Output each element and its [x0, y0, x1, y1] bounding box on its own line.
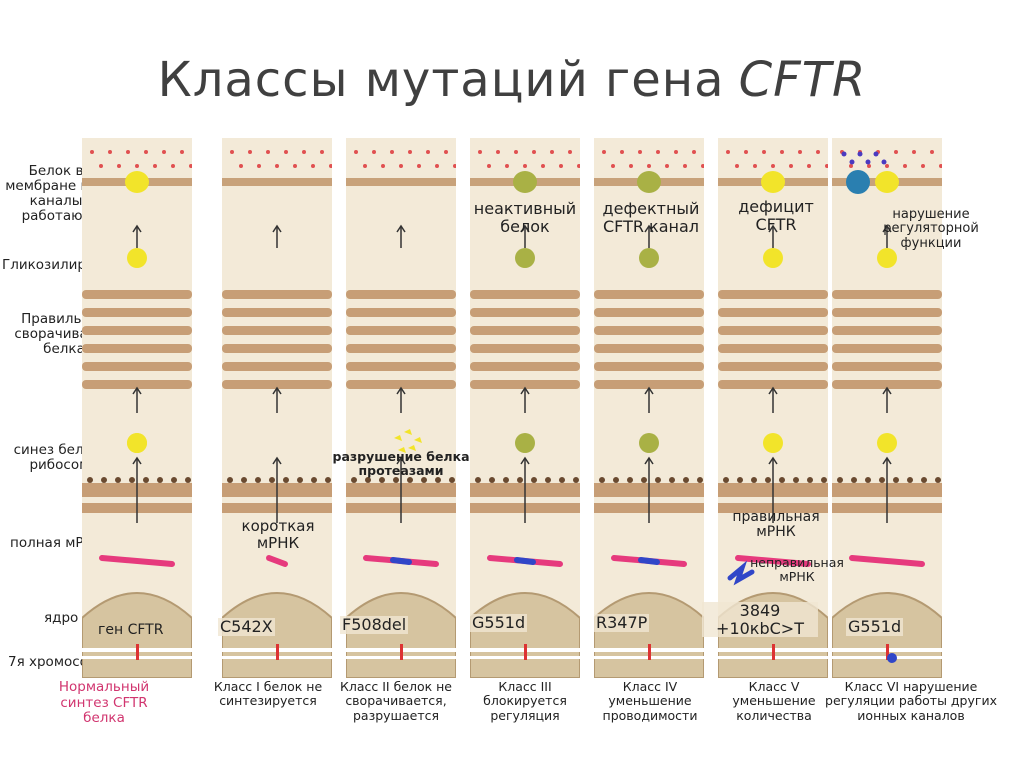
note-class5: дефицит CFTR	[738, 197, 814, 234]
caption-class2: Класс II белок не сворачивается, разруша…	[339, 679, 452, 723]
column-art-class6	[832, 138, 942, 678]
column-art-class4	[594, 138, 704, 678]
column-class6	[832, 138, 942, 678]
column-art-normal	[82, 138, 192, 678]
mutation-class3: G551d	[470, 613, 528, 632]
caption-class6: Класс VI нарушение регуляции работы друг…	[825, 679, 997, 723]
note-class2: разрушение белка протеазами	[332, 449, 470, 478]
caption-class5: Класс V уменьшение количества	[732, 679, 816, 723]
label-mrna: полная мРНК	[10, 535, 104, 551]
column-class1	[222, 138, 332, 678]
mutation-class1: C542X	[218, 617, 275, 636]
mutation-class6: G551d	[846, 617, 904, 636]
mrna-label-class1: короткая мРНК	[241, 517, 315, 552]
note-class3: неактивный белок	[473, 199, 577, 236]
title-gene: CFTR	[738, 52, 867, 108]
note-class6: нарушение регуляторной функции	[883, 207, 979, 251]
caption-class3: Класс III блокируется регуляция	[483, 679, 567, 723]
caption-class1: Класс I белок не синтезируется	[213, 679, 323, 709]
mutation-class5: 3849 +10кbC>T	[702, 602, 818, 638]
title-main: Классы мутаций гена	[157, 52, 725, 108]
column-art-class2	[346, 138, 456, 678]
gene-label-normal: ген CFTR	[98, 622, 164, 638]
label-membrane: Белок в мембране и Cl каналы работают	[5, 163, 107, 224]
column-art-class1	[222, 138, 332, 678]
column-class4	[594, 138, 704, 678]
note-class4: дефектный CFTR канал	[602, 199, 700, 236]
mutation-class4: R347P	[594, 613, 650, 632]
mutation-class2: F508del	[340, 615, 409, 634]
mrna-good-class5: правильная мРНК	[732, 509, 820, 541]
caption-normal: Нормальный синтез CFTR белка	[58, 679, 150, 727]
column-class2	[346, 138, 456, 678]
label-nucleus: ядро	[44, 610, 79, 626]
column-normal	[82, 138, 192, 678]
caption-class4: Класс IV уменьшение проводимости	[602, 679, 698, 723]
mrna-bad-class5: неправильная мРНК	[750, 555, 844, 584]
